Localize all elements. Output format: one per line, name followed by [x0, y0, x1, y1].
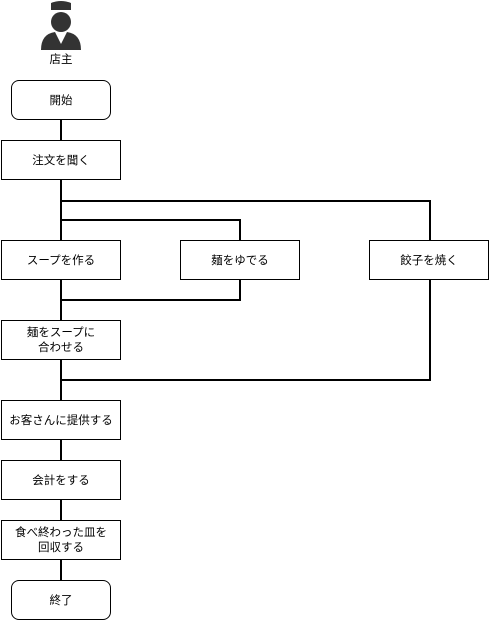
- node-make-soup: スープを作る: [1, 240, 121, 280]
- connector-noodles-merge: [61, 280, 241, 301]
- node-collect-dishes: 食べ終わった皿を 回収する: [1, 520, 121, 560]
- actor-label: 店主: [49, 52, 73, 66]
- connector-split-to-noodles: [61, 219, 241, 240]
- connector-split-to-gyoza: [61, 200, 431, 240]
- node-end: 終了: [11, 580, 111, 620]
- node-checkout: 会計をする: [1, 460, 121, 500]
- node-take-order: 注文を聞く: [1, 140, 121, 180]
- connector-gyoza-merge: [61, 280, 431, 381]
- chef-person-icon: [41, 1, 81, 50]
- node-grill-gyoza: 餃子を焼く: [369, 240, 489, 280]
- node-start: 開始: [11, 80, 111, 120]
- node-boil-noodles: 麺をゆでる: [180, 240, 300, 280]
- node-combine: 麺をスープに 合わせる: [1, 320, 121, 360]
- node-serve: お客さんに提供する: [1, 400, 121, 440]
